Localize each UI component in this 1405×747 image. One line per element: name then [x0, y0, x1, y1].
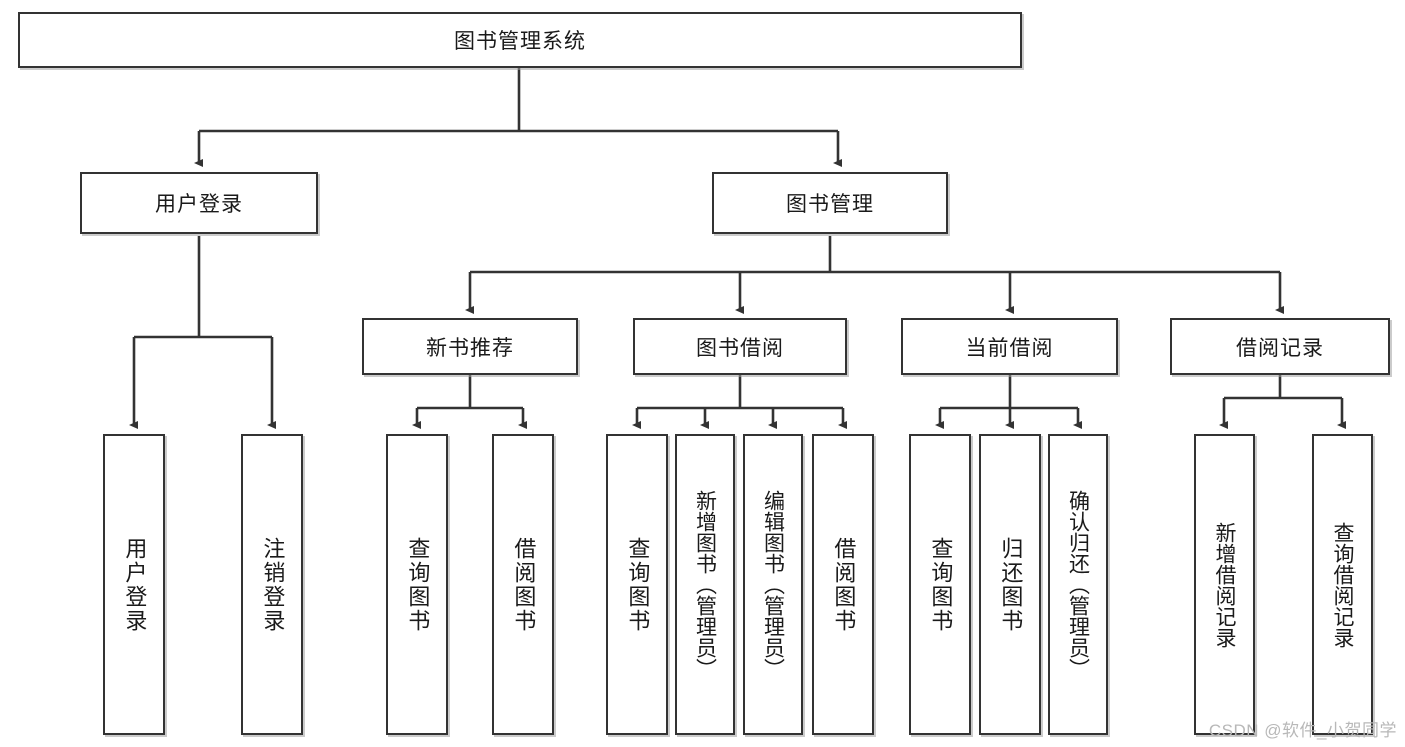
- leaf-borrow-book-1[interactable]: 借阅图书: [492, 434, 554, 735]
- leaf-edit-book-label: 编辑图书（管理员）: [761, 490, 785, 679]
- leaf-add-book-label: 新增图书（管理员）: [693, 490, 717, 679]
- leaf-edit-book[interactable]: 编辑图书（管理员）: [743, 434, 803, 735]
- leaf-borrow-book-2[interactable]: 借阅图书: [812, 434, 874, 735]
- node-book-borrow[interactable]: 图书借阅: [633, 318, 847, 375]
- node-current-borrow-label: 当前借阅: [965, 336, 1054, 360]
- node-new-book-recommend-label: 新书推荐: [426, 336, 514, 360]
- leaf-borrow-book-1-label: 借阅图书: [511, 536, 537, 633]
- leaf-query-book-1[interactable]: 查询图书: [386, 434, 448, 735]
- leaf-return-book-label: 归还图书: [998, 536, 1024, 633]
- node-book-borrow-label: 图书借阅: [696, 336, 784, 360]
- node-borrow-record[interactable]: 借阅记录: [1170, 318, 1390, 375]
- leaf-user-login-label: 用户登录: [122, 536, 148, 633]
- leaf-query-book-3[interactable]: 查询图书: [909, 434, 971, 735]
- node-book-manage-label: 图书管理: [786, 193, 874, 216]
- leaf-confirm-return-label: 确认归还（管理员）: [1066, 490, 1090, 679]
- node-user-login[interactable]: 用户登录: [80, 172, 318, 234]
- node-root-label: 图书管理系统: [454, 30, 586, 53]
- node-borrow-record-label: 借阅记录: [1236, 336, 1324, 360]
- leaf-add-record-label: 新增借阅记录: [1213, 521, 1237, 648]
- leaf-query-record[interactable]: 查询借阅记录: [1312, 434, 1373, 735]
- leaf-query-book-2[interactable]: 查询图书: [606, 434, 668, 735]
- leaf-return-book[interactable]: 归还图书: [979, 434, 1041, 735]
- leaf-query-book-3-label: 查询图书: [928, 536, 954, 633]
- leaf-borrow-book-2-label: 借阅图书: [831, 536, 857, 633]
- node-book-manage[interactable]: 图书管理: [712, 172, 948, 234]
- leaf-add-record[interactable]: 新增借阅记录: [1194, 434, 1255, 735]
- node-root[interactable]: 图书管理系统: [18, 12, 1022, 68]
- leaf-logout[interactable]: 注销登录: [241, 434, 303, 735]
- node-user-login-label: 用户登录: [155, 193, 243, 216]
- node-current-borrow[interactable]: 当前借阅: [901, 318, 1118, 375]
- leaf-query-record-label: 查询借阅记录: [1331, 521, 1355, 648]
- node-new-book-recommend[interactable]: 新书推荐: [362, 318, 578, 375]
- leaf-query-book-1-label: 查询图书: [405, 536, 431, 633]
- csdn-watermark: CSDN @软件_小贺同学: [1208, 721, 1397, 740]
- leaf-logout-label: 注销登录: [260, 536, 286, 633]
- leaf-query-book-2-label: 查询图书: [625, 536, 651, 633]
- leaf-user-login[interactable]: 用户登录: [103, 434, 165, 735]
- leaf-add-book[interactable]: 新增图书（管理员）: [675, 434, 735, 735]
- leaf-confirm-return[interactable]: 确认归还（管理员）: [1048, 434, 1108, 735]
